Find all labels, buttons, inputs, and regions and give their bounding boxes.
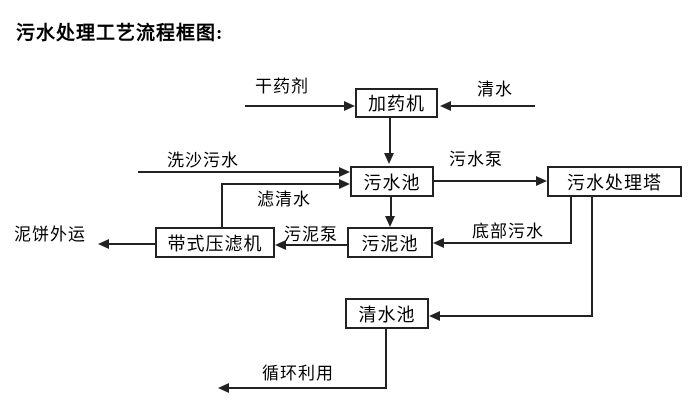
arrow-filtered-water-head-icon [339, 179, 350, 189]
arrow-tower-to-clear-hline [440, 315, 593, 317]
arrow-sand-washing-line [138, 171, 339, 173]
arrow-dosing-to-sewage-head-icon [384, 153, 394, 164]
arrow-filtered-water-hline [221, 183, 339, 185]
arrow-dry-chemical-line [245, 105, 345, 107]
arrow-recycling-head-icon [218, 383, 229, 393]
arrow-sewage-to-sludge-head-icon [385, 216, 395, 227]
arrow-mud-cake-head-icon [98, 239, 109, 249]
node-dosing-machine: 加药机 [355, 88, 438, 118]
arrow-sewage-pump-head-icon [536, 176, 547, 186]
arrow-dosing-to-sewage-line [389, 118, 391, 154]
node-clear-water-pool: 清水池 [345, 298, 429, 329]
arrow-sand-washing-head-icon [339, 167, 350, 177]
arrow-sewage-to-sludge-line [390, 197, 392, 217]
label-mud-cake-transport: 泥饼外运 [14, 225, 86, 244]
arrow-clear-water-line [451, 105, 535, 107]
node-belt-filter-press: 带式压滤机 [155, 227, 275, 258]
label-clear-water: 清水 [477, 80, 513, 99]
label-dry-chemical: 干药剂 [255, 77, 309, 96]
arrow-sludge-pump-head-icon [275, 240, 286, 250]
arrow-recycling-hline [229, 387, 387, 389]
label-filtered-water: 滤清水 [257, 190, 311, 209]
arrow-tower-to-clear-head-icon [429, 311, 440, 321]
label-sewage-pump: 污水泵 [449, 150, 503, 169]
label-sludge-pump: 污泥泵 [284, 225, 338, 244]
arrow-tower-to-clear-vline [591, 197, 593, 317]
arrow-clear-water-head-icon [440, 101, 451, 111]
node-sewage-pool: 污水池 [350, 166, 434, 197]
arrow-filtered-water-vline [221, 184, 223, 227]
arrow-bottom-sewage-vline [570, 197, 572, 243]
arrow-sewage-pump-line [434, 180, 536, 182]
label-recycling: 循环利用 [262, 364, 334, 383]
node-sludge-pool: 污泥池 [347, 227, 433, 258]
arrow-mud-cake-line [109, 243, 155, 245]
arrow-dry-chemical-head-icon [344, 101, 355, 111]
label-sand-washing-sewage: 洗沙污水 [167, 151, 239, 170]
label-bottom-sewage: 底部污水 [472, 222, 544, 241]
arrow-bottom-sewage-hline [444, 242, 572, 244]
arrow-sludge-pump-line [286, 244, 347, 246]
arrow-bottom-sewage-head-icon [433, 238, 444, 248]
page-title: 污水处理工艺流程框图: [16, 23, 224, 44]
arrow-recycling-vline [385, 329, 387, 388]
node-sewage-treatment-tower: 污水处理塔 [547, 166, 682, 197]
